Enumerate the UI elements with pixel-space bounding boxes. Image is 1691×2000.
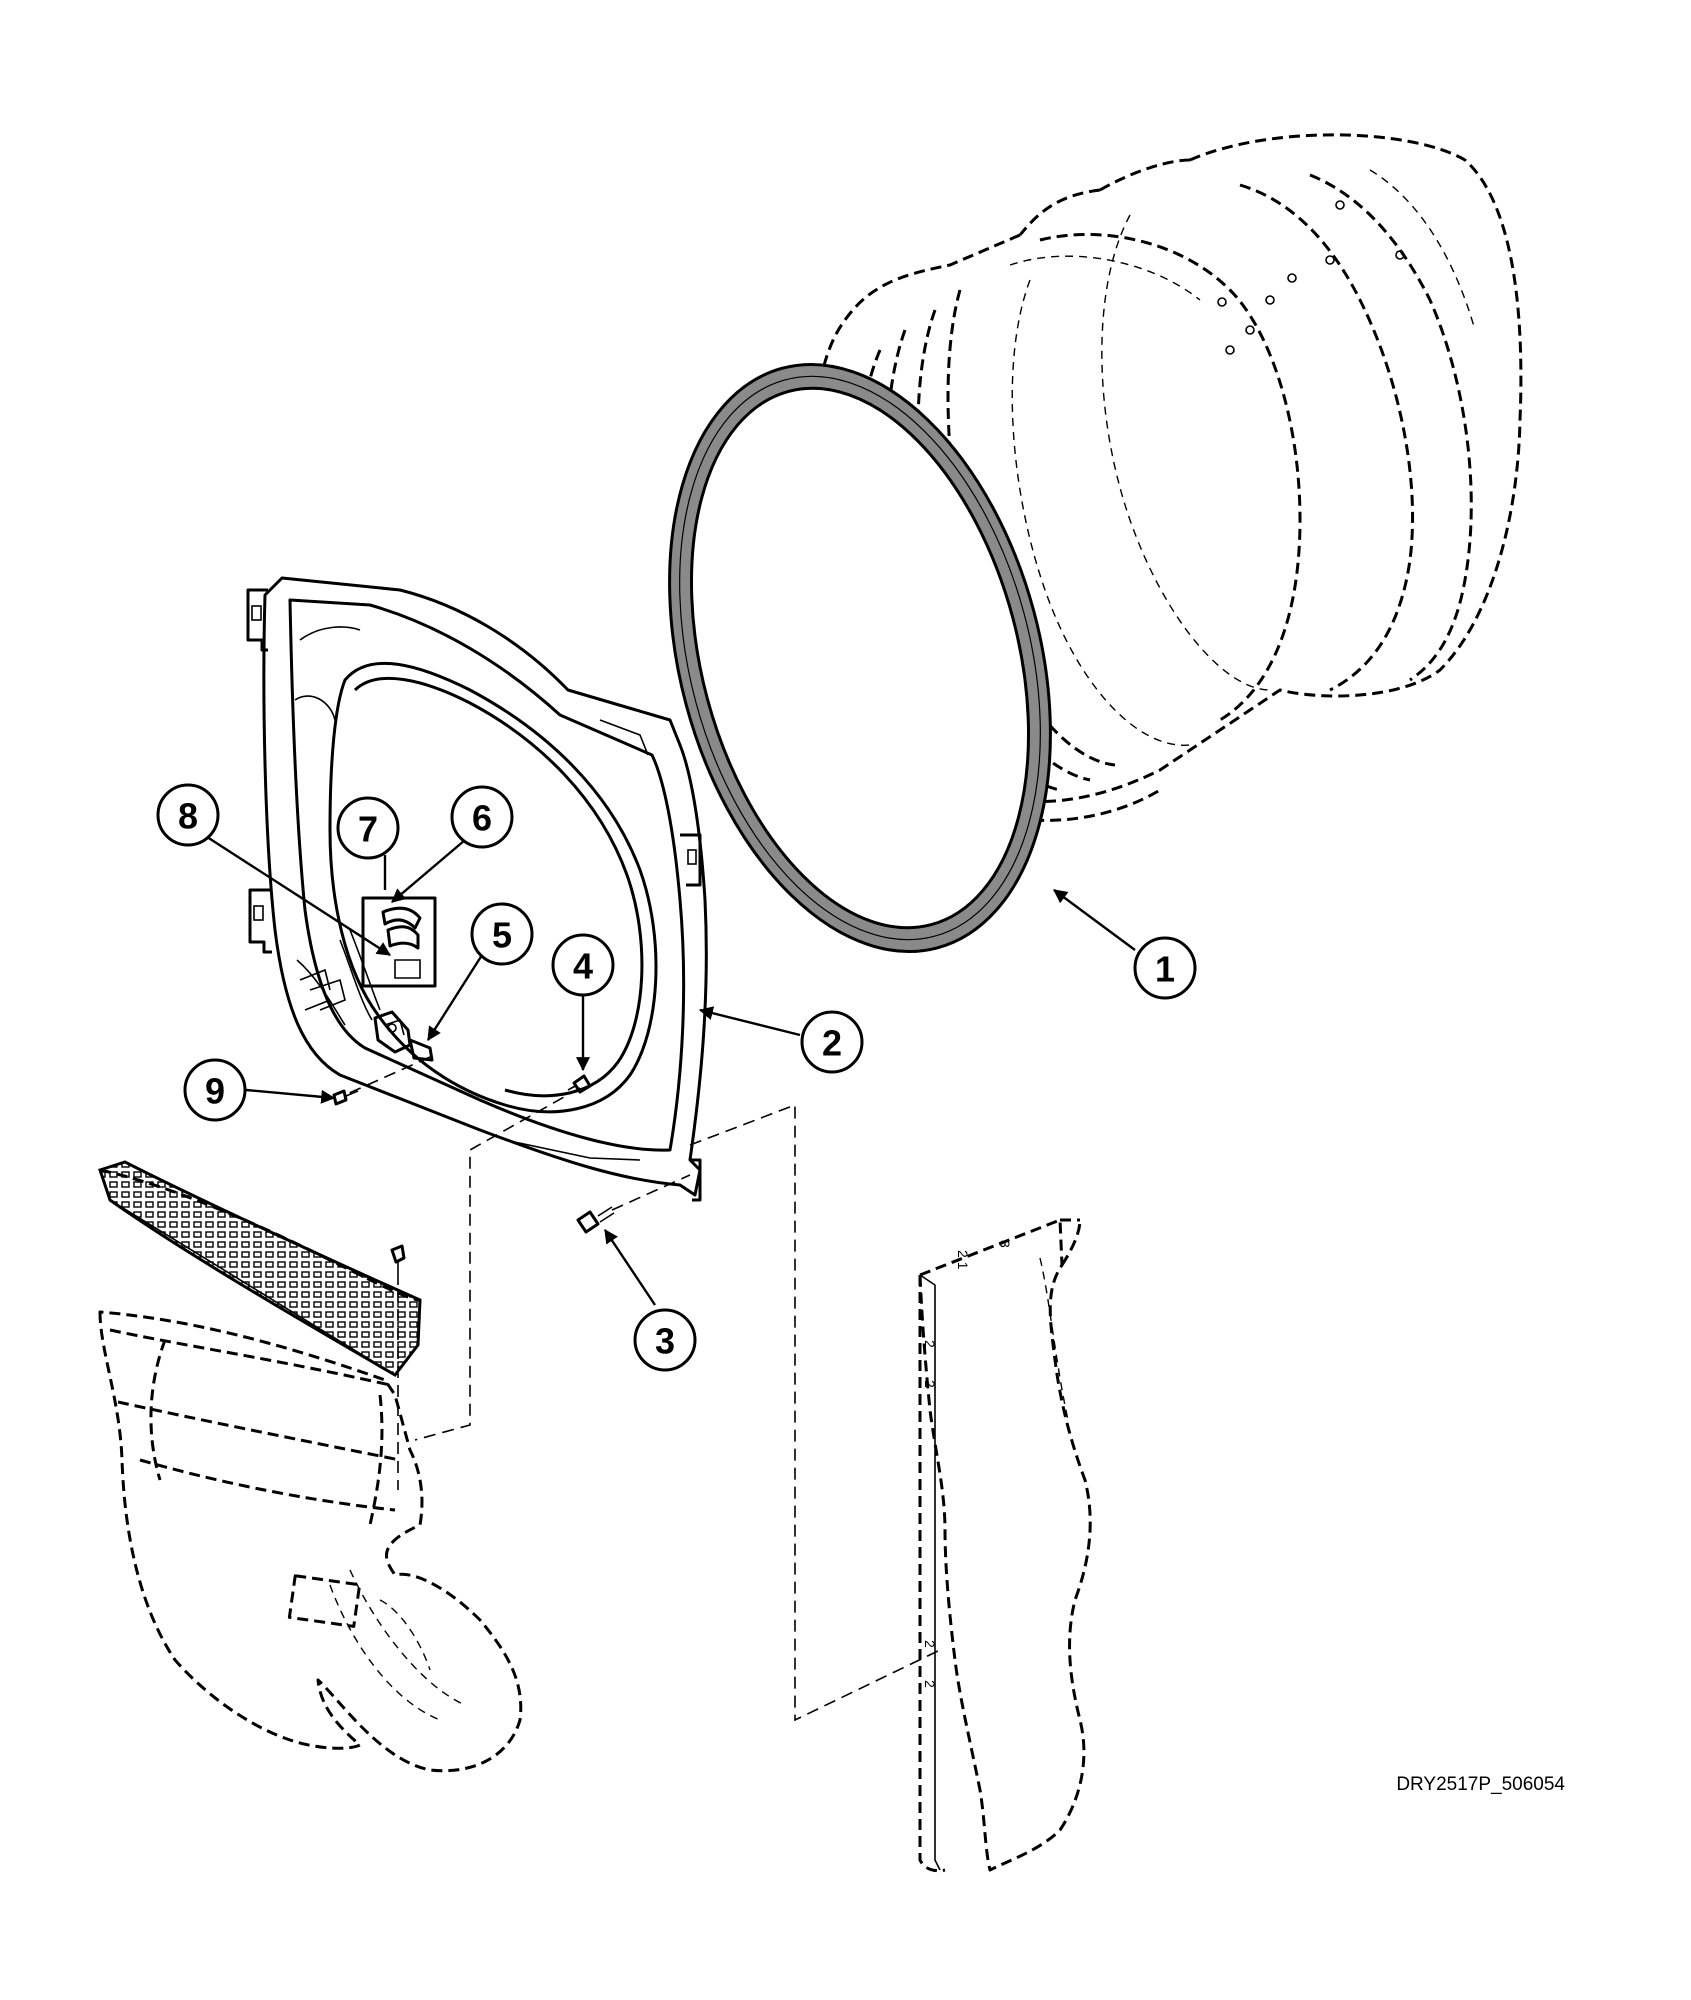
callout-7-label: 7 bbox=[358, 809, 378, 850]
front-panel-trim: 2 1 3 2 2 2 2 bbox=[918, 1218, 1092, 1873]
callout-4-label: 4 bbox=[573, 946, 593, 987]
felt-seal-ring bbox=[668, 363, 1052, 953]
callout-7: 7 bbox=[336, 796, 400, 860]
callout-6: 6 bbox=[450, 785, 514, 849]
callout-4: 4 bbox=[551, 933, 615, 997]
svg-text:2 1: 2 1 bbox=[955, 1250, 971, 1270]
callout-8-label: 8 bbox=[178, 796, 198, 837]
assembly-guide-lines bbox=[344, 1056, 941, 1722]
callout-layer: 1 2 3 4 5 6 7 8 bbox=[156, 783, 1197, 1372]
svg-text:2: 2 bbox=[922, 1380, 938, 1388]
svg-text:2: 2 bbox=[922, 1680, 938, 1688]
callout-8: 8 bbox=[156, 783, 220, 847]
callout-5-label: 5 bbox=[492, 915, 512, 956]
screw-9 bbox=[332, 1089, 359, 1106]
svg-text:2: 2 bbox=[922, 1640, 938, 1648]
screw-3 bbox=[576, 1206, 615, 1234]
svg-text:2: 2 bbox=[922, 1340, 938, 1348]
callout-5: 5 bbox=[470, 902, 534, 966]
callout-1-label: 1 bbox=[1155, 949, 1175, 990]
callout-3-label: 3 bbox=[655, 1321, 675, 1362]
drawing-code: DRY2517P_506054 bbox=[1396, 1774, 1565, 1795]
screw-4 bbox=[567, 1074, 592, 1094]
front-bulkhead bbox=[246, 576, 708, 1202]
lint-screen bbox=[98, 1160, 422, 1377]
callout-6-label: 6 bbox=[472, 798, 492, 839]
callout-leaders bbox=[203, 833, 1136, 1306]
callout-2-label: 2 bbox=[822, 1023, 842, 1064]
callout-1: 1 bbox=[1133, 936, 1197, 1000]
callout-3: 3 bbox=[633, 1308, 697, 1372]
callout-9-label: 9 bbox=[205, 1071, 225, 1112]
callout-9: 9 bbox=[183, 1058, 247, 1122]
lint-duct bbox=[98, 1310, 523, 1773]
svg-text:3: 3 bbox=[997, 1240, 1013, 1248]
callout-2: 2 bbox=[800, 1010, 864, 1074]
